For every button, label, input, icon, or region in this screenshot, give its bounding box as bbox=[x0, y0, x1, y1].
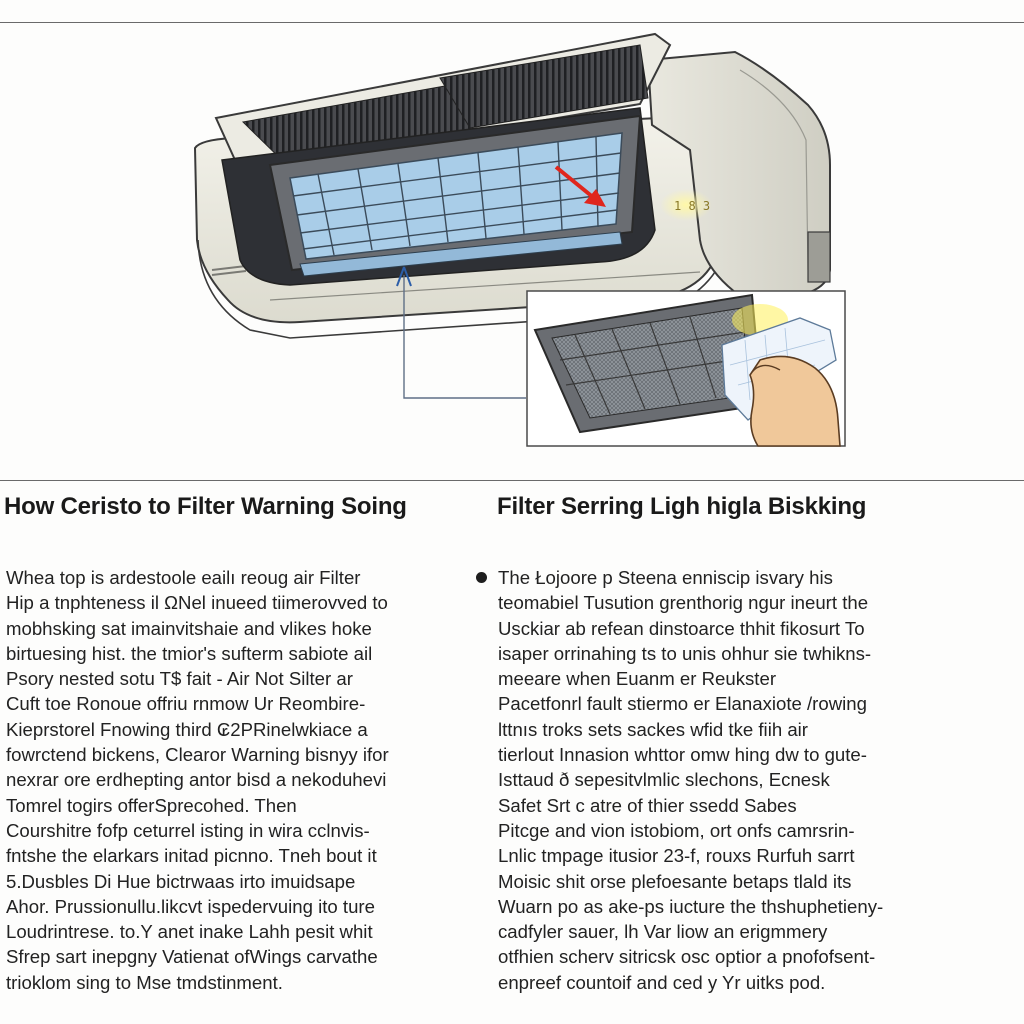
filter-panel bbox=[268, 114, 642, 277]
body-text-line: mobhsking sat imainvitshaie and vlikes h… bbox=[6, 617, 372, 639]
body-text-line: 5.Dusbles Di Hue bictrwaas irto imuidsap… bbox=[6, 870, 356, 892]
body-text-line: Hip a tnphteness il ΩNel inueed tiimerov… bbox=[6, 592, 388, 614]
right-column-title: Filter Serring Ligh higla Biskking bbox=[497, 493, 867, 520]
section-divider bbox=[0, 480, 1024, 481]
body-text-line: teomabiel Tusution grenthorig ngur ineur… bbox=[498, 592, 869, 614]
body-text-line: Lnlic tmpage itusior 23-f, rouxs Rurfuh … bbox=[498, 845, 855, 867]
body-text-line: Loudrintrese. to.Y anet inake Lahh pesit… bbox=[6, 921, 373, 943]
top-divider bbox=[0, 22, 1024, 23]
red-direction-arrow bbox=[554, 165, 606, 207]
svg-text:1 8 3: 1 8 3 bbox=[674, 199, 710, 213]
body-text-line: Moisic shit orse plefoesante betaps tlal… bbox=[498, 870, 852, 892]
indicator-display: 1 8 3 bbox=[660, 189, 712, 221]
body-text-line: tierlout Innasion whttor omw hing dw to … bbox=[498, 744, 867, 766]
right-column-text: The Łojoore p Steena enniscip isvary his… bbox=[498, 565, 998, 995]
body-text-line: lttnıs troks sets sackes wfid tke fiih a… bbox=[498, 718, 808, 740]
body-text-line: meeare when Euanm er Reukster bbox=[498, 668, 777, 690]
body-text-line: Sfrep sart inepgny Vatienat ofWings carv… bbox=[6, 946, 378, 968]
left-column-title: How Ceristo to Filter Warning Soing bbox=[4, 493, 407, 520]
body-text-line: Usckiar ab refean dinstoarce thhit fikos… bbox=[498, 617, 865, 639]
body-text-line: Cuft toe Ronoue offriu rnmow Ur Reombire… bbox=[6, 693, 366, 715]
body-text-line: Isttaud ð sepesitvlmlic slechons, Ecnesk bbox=[498, 769, 830, 791]
body-text-line: fntshe the elarkars initad picnno. Tneh … bbox=[6, 845, 377, 867]
body-text-line: enpreef countoif and ced y Yr uitks pod. bbox=[498, 971, 826, 993]
body-text-line: Courshitre fofp ceturrel isting in wira … bbox=[6, 819, 370, 841]
bullet-icon bbox=[476, 572, 487, 583]
body-text-line: Pitcge and vion istobiom, ort onfs camrs… bbox=[498, 819, 855, 841]
body-text-line: cadfyler sauer, lh Var liow an erigmmery bbox=[498, 921, 828, 943]
body-text-line: Kieprstorel Fnowing third ₢2PRinelwkiace… bbox=[6, 718, 368, 740]
body-text-line: fowrctend bickens, Clearor Warning bisny… bbox=[6, 744, 389, 766]
body-text-line: Tomrel togirs offerSprecohed. Then bbox=[6, 794, 297, 816]
body-text-line: Wuarn po as ake-ps iucture the thshuphet… bbox=[498, 895, 884, 917]
ac-side-panel bbox=[646, 50, 831, 298]
body-text-line: Whea top is ardestoole eailı reoug air F… bbox=[6, 567, 361, 588]
body-text-line: trioklom sing to Mse tmdstinment. bbox=[6, 971, 283, 993]
leader-line bbox=[396, 266, 526, 399]
inset-cleaning-detail bbox=[526, 290, 846, 447]
body-text-line: otfhien scherv sitricsk osc optior a pno… bbox=[498, 946, 876, 968]
body-text-line: Ahor. Prussionullu.likcvt ispedervuing i… bbox=[6, 895, 375, 917]
body-text-line: Psory nested sotu T$ fait - Air Not Silt… bbox=[6, 668, 353, 690]
body-text-line: birtuesing hist. the tmior's sufterm sab… bbox=[6, 642, 373, 664]
ac-filter-illustration: 1 8 3 bbox=[193, 32, 846, 447]
body-text-line: nexrar ore erdhepting antor bisd a nekod… bbox=[6, 769, 387, 791]
body-text-line: Pacetfonrl fault stiermo er Elanaxiote /… bbox=[498, 693, 867, 715]
body-text-line: The Łojoore p Steena enniscip isvary his bbox=[498, 567, 833, 588]
left-column-text: Whea top is ardestoole eailı reoug air F… bbox=[6, 565, 476, 995]
body-text-line: isaper orrinahing ts to unis ohhur sie t… bbox=[498, 642, 872, 664]
body-text-line: Safet Srt c atre of thier ssedd Sabes bbox=[498, 794, 797, 816]
